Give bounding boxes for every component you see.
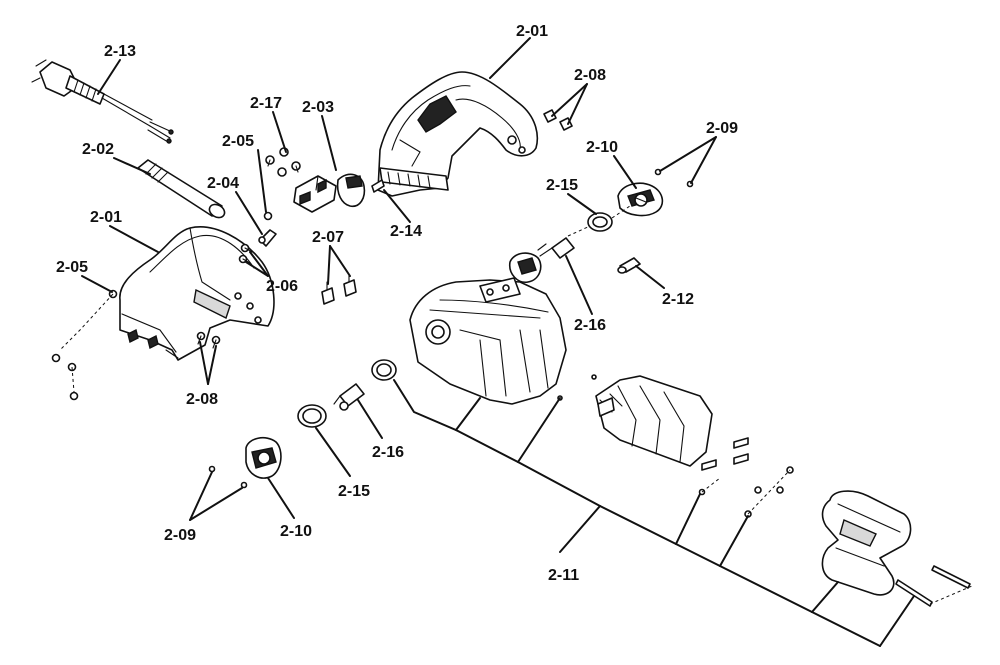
end-cap-right-part — [617, 182, 664, 217]
cord-sleeve-part — [137, 159, 226, 219]
bearing-ring-bottom-part — [297, 404, 327, 428]
callout-2-16-bottom: 2-16 — [372, 444, 404, 461]
field-coil-part — [821, 490, 912, 596]
callout-2-04: 2-04 — [207, 175, 239, 192]
callout-2-05-left: 2-05 — [56, 259, 88, 276]
stator-screw-set-part — [698, 437, 794, 518]
callout-2-08-bottom: 2-08 — [186, 391, 218, 408]
motor-housing-part — [409, 252, 567, 405]
callout-2-08-top: 2-08 — [574, 67, 606, 84]
callout-2-17: 2-17 — [250, 95, 282, 112]
screw-pair-lower-part — [196, 331, 221, 349]
stator-pin-set-part — [557, 374, 973, 607]
screw-pair-top-part — [543, 109, 573, 131]
stator-part — [595, 375, 713, 467]
switch-part — [293, 173, 366, 213]
brush-top-part — [537, 225, 591, 259]
brush-screw-part — [321, 273, 357, 305]
leader-lines — [81, 37, 915, 647]
callout-2-05-top: 2-05 — [222, 133, 254, 150]
pin-part — [371, 179, 385, 193]
callout-2-06: 2-06 — [266, 278, 298, 295]
screw-pair-part — [238, 243, 253, 264]
brush-bottom-part — [333, 383, 365, 411]
callout-2-07: 2-07 — [312, 229, 344, 246]
callout-2-14: 2-14 — [390, 223, 422, 240]
screw-part — [263, 211, 273, 221]
bearing-bottom-part — [371, 359, 397, 381]
callout-2-01-top: 2-01 — [516, 23, 548, 40]
screw-pair-bottom-part — [208, 465, 248, 489]
clamp-part — [258, 229, 277, 247]
screw-set-part — [265, 147, 301, 177]
power-cord-part — [31, 59, 174, 144]
callout-2-15-bottom: 2-15 — [338, 483, 370, 500]
callout-2-09-right: 2-09 — [706, 120, 738, 137]
callout-2-09-bottom: 2-09 — [164, 527, 196, 544]
callout-2-16-top: 2-16 — [574, 317, 606, 334]
callout-2-11: 2-11 — [548, 567, 579, 584]
callout-2-15-top: 2-15 — [546, 177, 578, 194]
callout-2-03: 2-03 — [302, 99, 334, 116]
callout-labels: 2-13 2-01 2-08 2-17 2-03 2-09 2-10 2-02 … — [56, 23, 738, 584]
housing-half-right-part — [377, 71, 539, 197]
callout-2-10-bottom: 2-10 — [280, 523, 312, 540]
callout-2-10-right: 2-10 — [586, 139, 618, 156]
pin-right-part — [617, 257, 641, 274]
end-cap-bottom-part — [245, 436, 282, 479]
callout-2-02: 2-02 — [82, 141, 114, 158]
screw-set-left-part — [51, 289, 118, 401]
callout-2-13: 2-13 — [104, 43, 136, 60]
handle-half-left-part — [119, 226, 275, 361]
callout-2-12: 2-12 — [662, 291, 694, 308]
callout-2-01-left: 2-01 — [90, 209, 122, 226]
screw-pair-right-part — [654, 168, 694, 188]
bearing-top-part — [587, 205, 631, 232]
